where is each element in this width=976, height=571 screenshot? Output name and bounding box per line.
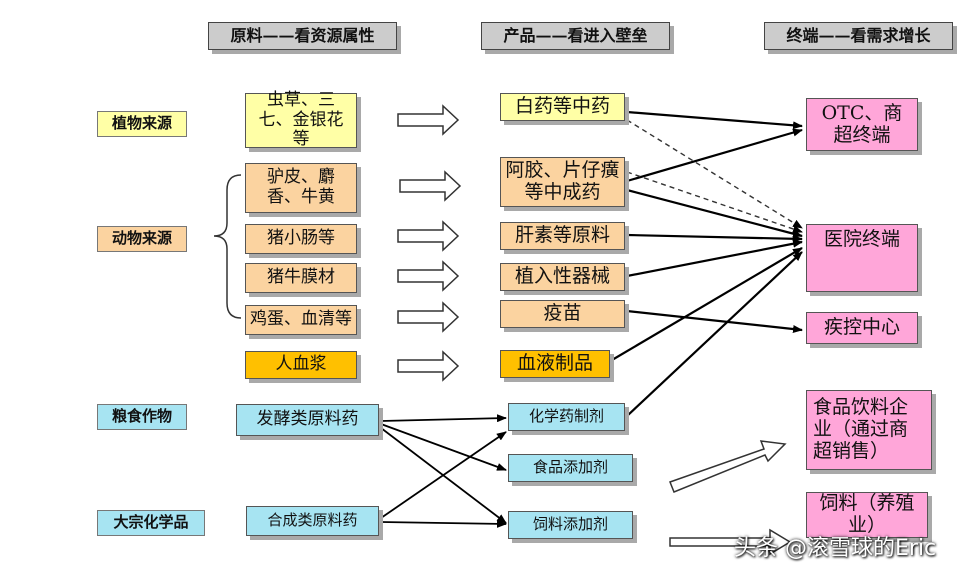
block-arrow-6 (397, 350, 460, 382)
source-grain: 粮食作物 (97, 404, 187, 430)
raw-cordyceps: 虫草、三七、金银花等 (245, 90, 357, 149)
arrow-synthetic-chemdrug (380, 431, 507, 519)
arrow-heparin-hospital (626, 233, 803, 243)
block-arrow-1 (397, 104, 460, 136)
block-arrows (397, 104, 792, 556)
block-arrow-food (669, 440, 787, 493)
source-chemical: 大宗化学品 (97, 510, 205, 536)
terminal-feed: 饲料（养殖业） (806, 492, 928, 538)
source-animal: 动物来源 (97, 226, 187, 252)
product-vaccine: 疫苗 (500, 300, 625, 328)
block-arrow-4 (397, 260, 460, 292)
dashed-baiyao-hospital (626, 119, 803, 229)
product-feed-additive: 饲料添加剂 (508, 511, 633, 539)
arrow-ferment-chemdrug (380, 414, 507, 423)
arrow-baiyao-otc (626, 110, 803, 130)
dashed-ejiao-hospital (626, 171, 803, 233)
arrow-implant-hospital (626, 239, 803, 278)
animal-brace (213, 174, 242, 319)
header-terminal: 终端——看需求增长 (764, 22, 953, 50)
raw-synthetic: 合成类原料药 (246, 506, 379, 536)
watermark: 头条 @滚雪球的Eric (734, 536, 937, 561)
product-heparin: 肝素等原料 (500, 222, 625, 250)
header-raw: 原料——看资源属性 (208, 22, 397, 50)
arrow-ejiao-hospital (626, 188, 803, 238)
raw-donkey-hide: 驴皮、麝香、牛黄 (245, 163, 357, 213)
arrow-blood-hospital (611, 247, 803, 361)
terminal-otc: OTC、商超终端 (806, 98, 918, 151)
raw-membrane: 猪牛膜材 (245, 263, 357, 293)
product-ejiao: 阿胶、片仔癀等中成药 (500, 157, 625, 207)
block-arrow-5 (397, 301, 460, 333)
terminal-hospital: 医院终端 (806, 224, 918, 292)
dashed-arrows (626, 119, 803, 233)
product-food-additive: 食品添加剂 (508, 454, 633, 482)
raw-egg-serum: 鸡蛋、血清等 (245, 305, 357, 335)
arrow-ejiao-otc (626, 128, 803, 183)
solid-arrows (611, 110, 803, 417)
product-baiyao: 白药等中药 (500, 93, 625, 121)
arrow-ferment-food (380, 423, 507, 471)
arrow-chemdrug-hospital (626, 251, 803, 417)
header-product: 产品——看进入壁垒 (481, 22, 670, 50)
block-arrow-2 (399, 170, 462, 202)
product-implant: 植入性器械 (500, 263, 625, 291)
raw-plasma: 人血浆 (245, 351, 357, 379)
raw-fermentation: 发酵类原料药 (236, 404, 379, 436)
terminal-food-beverage: 食品饮料企业（通过商超销售） (806, 390, 932, 470)
block-arrow-feed (669, 528, 792, 556)
source-plant: 植物来源 (97, 111, 187, 137)
arrow-synthetic-feed (380, 519, 507, 528)
product-chemdrug: 化学药制剂 (508, 403, 625, 431)
raw-pig-intestine: 猪小肠等 (245, 224, 357, 254)
block-arrow-3 (397, 220, 460, 252)
product-blood: 血液制品 (500, 350, 610, 378)
terminal-cdc: 疾控中心 (806, 312, 918, 344)
arrow-vaccine-cdc (626, 309, 803, 334)
cross-arrows (380, 414, 507, 528)
